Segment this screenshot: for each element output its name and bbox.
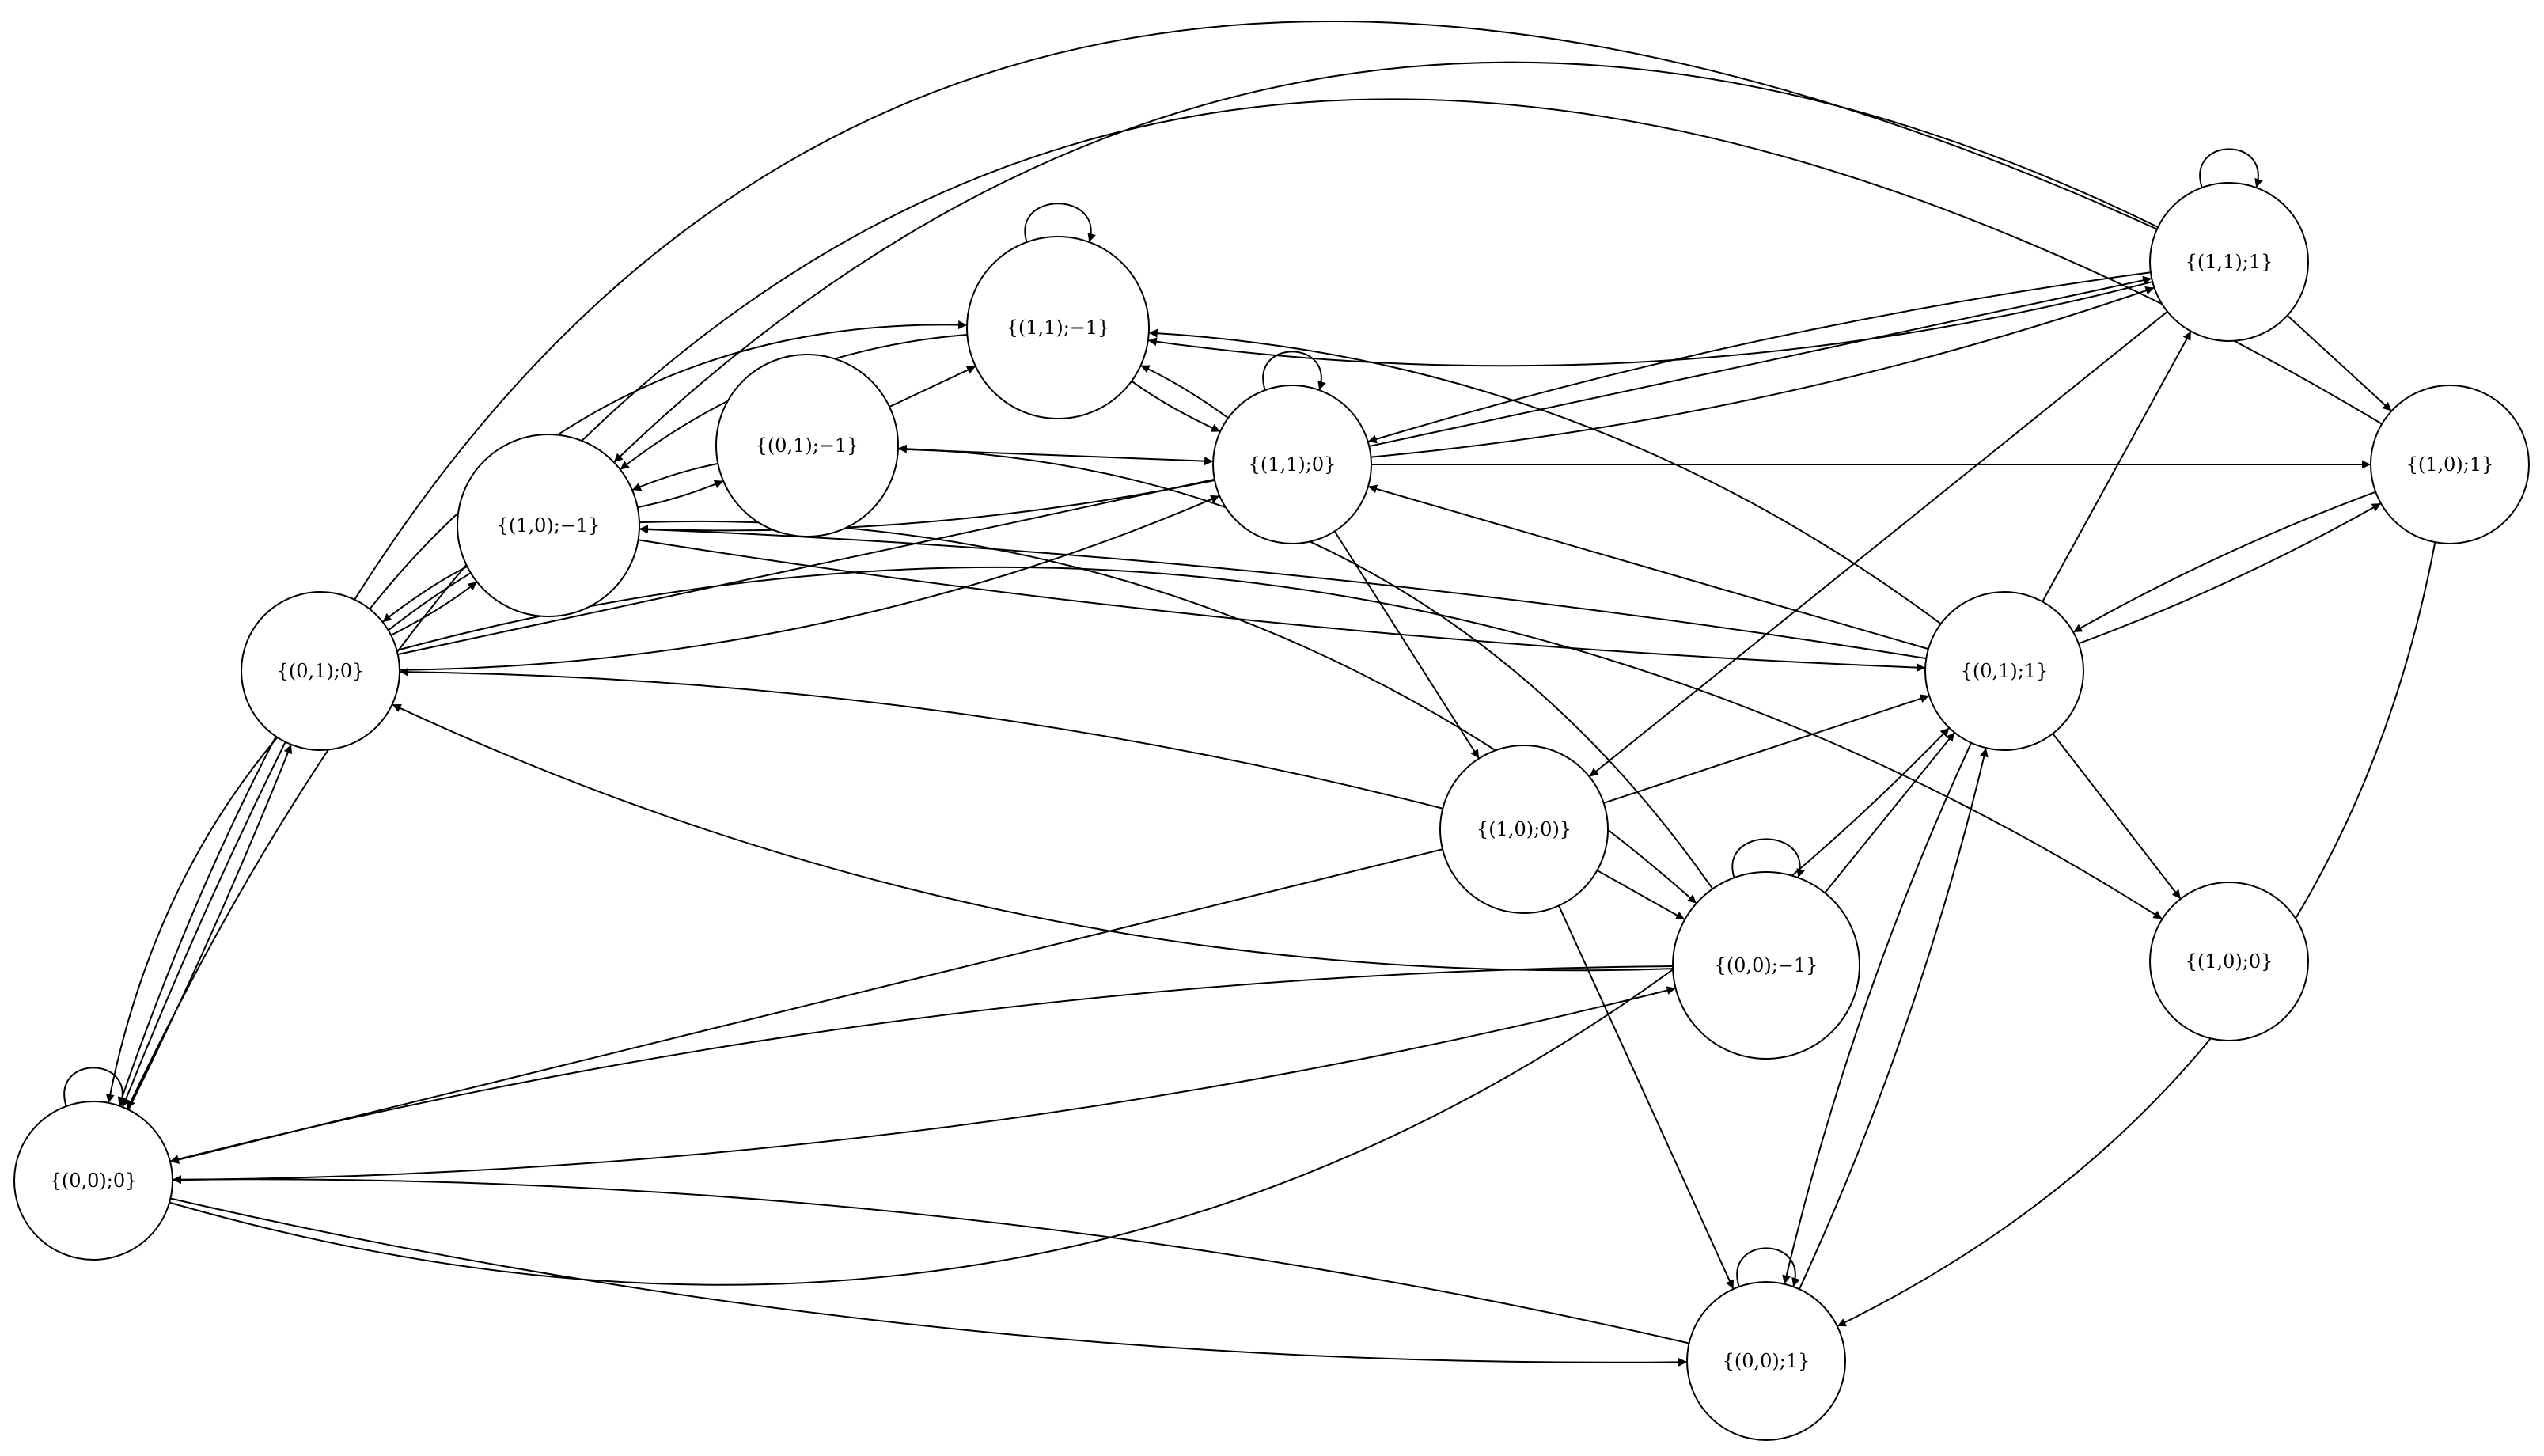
edge-n000-to-n000 <box>63 1067 127 1107</box>
edge-n111-to-n11m1 <box>1147 281 2153 367</box>
edge-n00m1-to-n01m1 <box>897 444 1714 889</box>
state-node-label: {(0,1);1} <box>1961 660 2049 682</box>
edge-n001-to-n011 <box>1798 748 1989 1290</box>
state-node-circle <box>966 236 1150 419</box>
state-node: {(1,0);−1} <box>457 434 640 617</box>
edge-n011-to-n110 <box>1367 484 1929 650</box>
state-node-circle <box>1212 385 1372 544</box>
edge-n10m1-to-n010 <box>381 566 468 623</box>
state-node-circle <box>1672 871 1860 1060</box>
state-node-label: {(1,1);−1} <box>1007 317 1110 339</box>
edge-n110-to-n110 <box>1262 351 1326 391</box>
edge-n01m1-to-n11m1 <box>889 366 976 408</box>
edge-n110-to-n11m1 <box>1140 364 1229 419</box>
state-node-label: {(1,0);0)} <box>1477 818 1572 840</box>
node-layer: {(0,0);0} {(0,1);0} {(1,0);−1} {(0,1);−1} {(… <box>13 182 2530 1441</box>
edge-layer <box>63 21 2436 1367</box>
state-node-circle <box>1439 745 1609 914</box>
state-node: {(0,1);−1} <box>715 354 899 537</box>
edge-n011-to-n10m1 <box>639 525 1927 660</box>
edge-n001-to-n000 <box>172 1175 1689 1344</box>
state-node: {(1,0);0} <box>2149 882 2309 1041</box>
edge-n101-to-n011 <box>2072 491 2376 633</box>
state-node: {(0,1);1} <box>1924 591 2084 751</box>
state-node-label: {(0,1);−1} <box>756 434 859 457</box>
edge-n111-to-n111 <box>2199 148 2263 188</box>
edge-n11m1-to-n11m1 <box>1024 203 1096 243</box>
edge-n100p-to-n00m1 <box>1596 870 1685 921</box>
state-node-circle <box>1924 591 2084 751</box>
edge-n000-to-n010 <box>127 744 293 1110</box>
edge-n011-to-n001 <box>1782 742 1973 1284</box>
state-node-label: {(0,1);0} <box>277 660 365 682</box>
edge-n01m1-to-n10m1 <box>631 462 718 491</box>
edge-n001-to-n001 <box>1736 1247 1800 1287</box>
edge-n10m1-to-n01m1 <box>637 480 724 509</box>
state-node: {(0,0);0} <box>13 1101 173 1261</box>
edge-n111-to-n10m1 <box>613 61 2159 463</box>
state-node-circle <box>241 591 400 751</box>
edge-n00m1-to-n010 <box>392 703 1674 972</box>
state-node-label: {(1,1);1} <box>2186 251 2273 273</box>
edge-n111-to-n101 <box>2287 314 2392 412</box>
state-node: {(0,0);1} <box>1686 1281 1846 1441</box>
state-node: {(1,0);0)} <box>1439 745 1609 914</box>
state-node: {(1,1);−1} <box>966 236 1150 419</box>
edge-n10m1-to-n011 <box>638 539 1926 673</box>
edge-n110-to-n10m1 <box>639 480 1215 534</box>
edge-n100p-to-n011 <box>1603 694 1930 804</box>
edge-n011-to-n111 <box>2042 331 2192 602</box>
state-node-circle <box>2370 385 2530 544</box>
state-node-label: {(0,0);−1} <box>1715 954 1818 976</box>
edge-n111-to-n100p <box>1588 310 2168 778</box>
edge-n110-to-n111 <box>1371 286 2155 458</box>
state-node-circle <box>715 354 899 537</box>
state-node-label: {(1,0);0} <box>2186 950 2273 973</box>
state-node-label: {(1,0);1} <box>2406 453 2494 476</box>
edge-n100p-to-n001 <box>1558 905 1735 1290</box>
state-node-circle <box>457 434 640 617</box>
state-node-label: {(1,0);−1} <box>497 514 601 537</box>
state-node-label: {(0,0);0} <box>50 1170 138 1192</box>
edge-n000-to-n001 <box>170 1197 1688 1367</box>
state-node-circle <box>1686 1281 1846 1441</box>
edge-n010-to-n100 <box>396 566 2163 920</box>
state-node: {(1,1);1} <box>2149 182 2309 342</box>
state-node-circle <box>13 1101 173 1261</box>
edge-n011-to-n100 <box>2052 733 2182 900</box>
state-node-circle <box>2149 882 2309 1041</box>
state-node-circle <box>2149 182 2309 342</box>
edge-n010-to-n10m1 <box>390 581 478 636</box>
state-node: {(0,1);0} <box>241 591 400 751</box>
state-node: {(0,0);−1} <box>1672 871 1860 1060</box>
edge-n010-to-n000 <box>121 741 286 1108</box>
edge-n000-to-n00m1 <box>172 986 1676 1181</box>
state-node-label: {(1,1);0} <box>1249 453 1336 476</box>
state-node: {(1,0);1} <box>2370 385 2530 544</box>
edge-n10m1-to-n000 <box>105 572 472 1104</box>
edge-n00m1-to-n000 <box>169 965 1674 1164</box>
edge-n00m1-to-n011 <box>1824 732 1955 893</box>
edge-n011-to-n101 <box>2078 502 2382 645</box>
edge-n010-to-n110 <box>399 495 1220 671</box>
edge-n11m1-to-n110 <box>1131 380 1221 433</box>
state-node-label: {(0,0);1} <box>1723 1350 1810 1372</box>
edge-n011-to-n11m1 <box>1148 328 1942 625</box>
edge-n100p-to-n000 <box>169 848 1443 1164</box>
state-node: {(1,1);0} <box>1212 385 1372 544</box>
edge-n111-to-n110 <box>1367 271 2152 444</box>
edge-n100p-to-n010 <box>399 667 1443 810</box>
edge-n00m1-to-n00m1 <box>1731 838 1805 878</box>
